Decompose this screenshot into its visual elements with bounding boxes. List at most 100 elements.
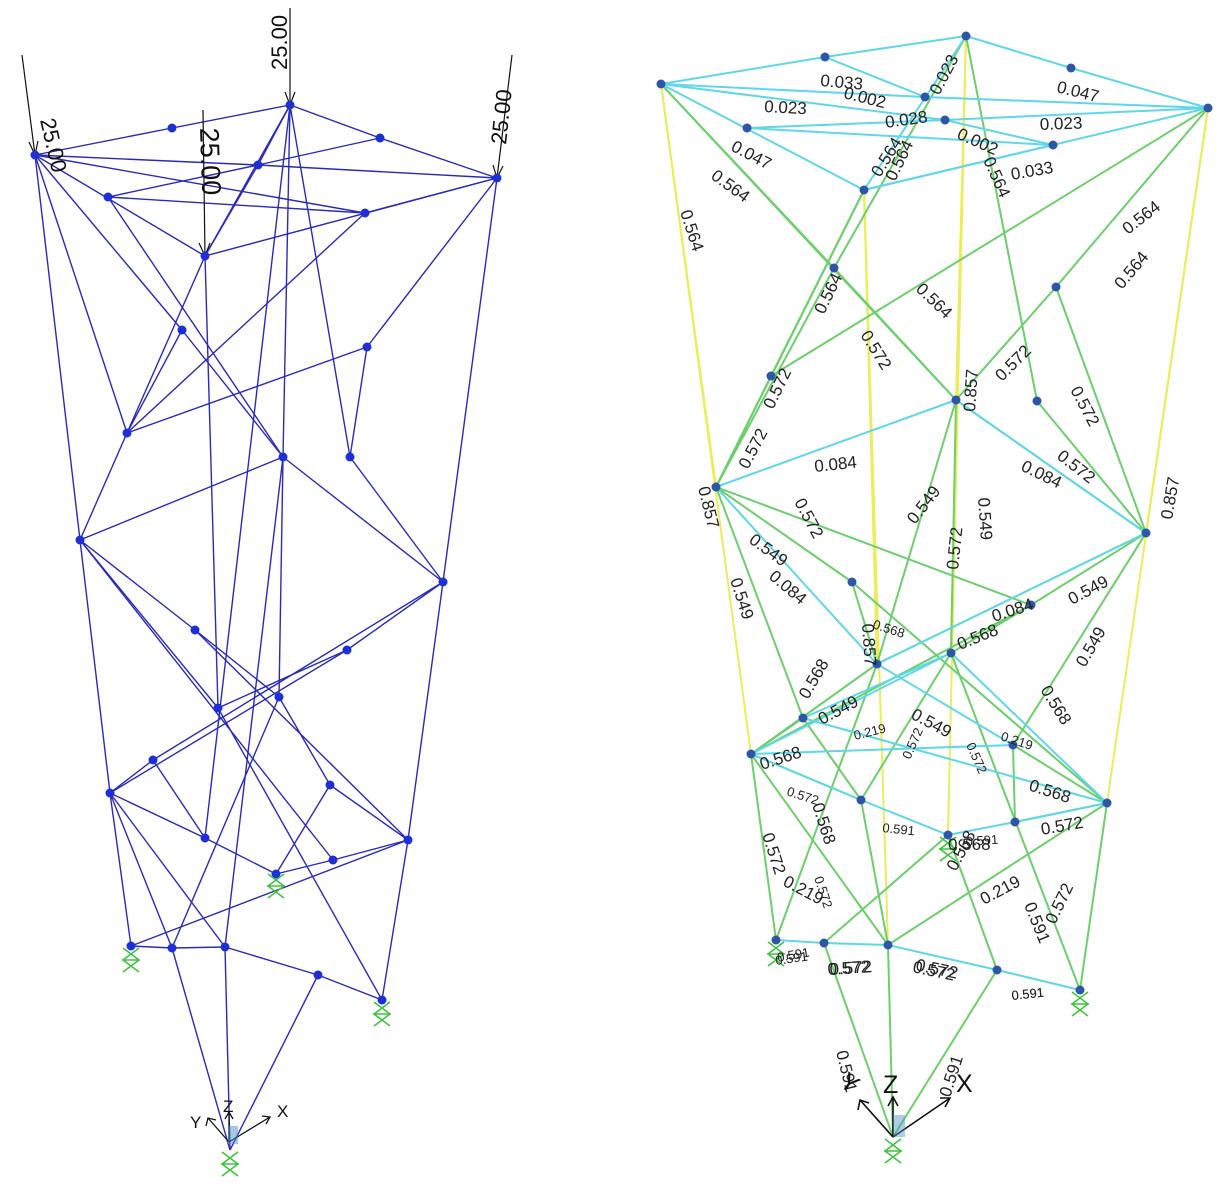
joint-node bbox=[438, 577, 448, 587]
truss-member bbox=[802, 652, 952, 719]
load-label: 25.00 bbox=[194, 127, 226, 196]
tower-stress-ratio-view: 0.033 0.002 0.028 0.023 0.047 0.023 0.04… bbox=[656, 31, 1213, 1164]
truss-member bbox=[109, 759, 154, 794]
truss-member bbox=[79, 539, 196, 631]
joint-node bbox=[345, 452, 355, 462]
ratio-label: 0.084 bbox=[989, 595, 1035, 626]
ratio-label: 0.564 bbox=[979, 154, 1014, 201]
truss-member bbox=[34, 154, 259, 166]
truss-member bbox=[770, 107, 1209, 377]
truss-member bbox=[194, 629, 280, 698]
truss-member bbox=[955, 286, 1057, 401]
joint-node bbox=[1066, 63, 1076, 73]
joint-node bbox=[1051, 282, 1061, 292]
truss-member bbox=[289, 104, 381, 139]
joint-node bbox=[656, 79, 666, 89]
truss-member bbox=[181, 329, 284, 458]
truss-member bbox=[950, 399, 957, 654]
truss-member bbox=[660, 83, 865, 191]
ratio-label: 0.572 bbox=[758, 830, 789, 876]
ratio-label: 0.857 bbox=[960, 369, 982, 413]
joint-node bbox=[1026, 600, 1036, 610]
truss-member bbox=[204, 255, 219, 709]
load-label: 25.00 bbox=[267, 15, 292, 70]
truss-member bbox=[1012, 744, 1108, 804]
joint-node bbox=[1048, 140, 1058, 150]
truss-member bbox=[824, 56, 926, 98]
truss-member bbox=[1055, 286, 1147, 534]
joint-node bbox=[992, 965, 1002, 975]
truss-member bbox=[823, 942, 889, 946]
joint-node bbox=[1075, 985, 1085, 995]
x-axis-label: X bbox=[277, 1102, 288, 1121]
truss-member bbox=[79, 539, 334, 861]
support-icon bbox=[221, 1151, 239, 1177]
joint-node bbox=[342, 645, 352, 655]
ratio-label: 0.572 bbox=[790, 495, 827, 541]
truss-member bbox=[204, 837, 277, 875]
joint-node bbox=[200, 833, 210, 843]
truss-member bbox=[366, 177, 498, 348]
truss-member bbox=[152, 759, 206, 839]
joint-node bbox=[167, 123, 177, 133]
joint-node bbox=[167, 943, 177, 953]
truss-member bbox=[965, 35, 1072, 69]
z-axis-label: Z bbox=[883, 1071, 898, 1099]
ratio-label: 0.549 bbox=[1072, 624, 1110, 670]
truss-member bbox=[407, 581, 444, 841]
truss-member bbox=[346, 581, 444, 651]
truss-member bbox=[194, 629, 409, 841]
ratio-label: 0.568 bbox=[948, 835, 991, 854]
truss-member bbox=[229, 974, 319, 1151]
y-axis-label: Y bbox=[190, 1113, 201, 1132]
ratio-label: 0.572 bbox=[1039, 813, 1084, 839]
ratio-label: 0.857 bbox=[1157, 475, 1183, 520]
support-icon bbox=[373, 1001, 391, 1027]
joint-node bbox=[213, 703, 223, 713]
joint-node bbox=[148, 755, 158, 765]
ratio-label: 0.572 bbox=[1066, 383, 1103, 429]
truss-member bbox=[204, 177, 498, 257]
ratio-label: 0.568 bbox=[795, 656, 833, 702]
truss-member bbox=[107, 196, 366, 214]
joint-node bbox=[1203, 103, 1213, 113]
joint-node bbox=[920, 92, 930, 102]
truss-member bbox=[79, 456, 284, 541]
joint-node bbox=[742, 123, 752, 133]
joint-node bbox=[856, 795, 866, 805]
truss-member bbox=[947, 834, 998, 971]
joint-node bbox=[285, 100, 295, 110]
truss-member bbox=[715, 486, 804, 719]
truss-member bbox=[442, 177, 498, 583]
truss-member bbox=[750, 753, 862, 801]
members-yellow bbox=[660, 35, 1209, 946]
joint-node bbox=[883, 940, 893, 950]
truss-member bbox=[887, 944, 894, 1138]
joint-node bbox=[126, 941, 136, 951]
ratio-label: 0.023 bbox=[1039, 114, 1082, 134]
truss-member bbox=[775, 939, 825, 944]
truss-member bbox=[750, 717, 804, 755]
joint-node bbox=[829, 263, 839, 273]
truss-member bbox=[876, 532, 1147, 665]
truss-member bbox=[1030, 532, 1147, 606]
truss-member bbox=[944, 119, 1054, 146]
load-arrows bbox=[21, 8, 513, 258]
ratio-label: 0.591 bbox=[776, 945, 811, 965]
ratio-label: 0.028 bbox=[884, 107, 929, 132]
coordinate-axes: Y Z X bbox=[190, 1097, 288, 1144]
truss-member bbox=[79, 432, 128, 541]
ratio-label: 0.568 bbox=[954, 620, 1001, 654]
ratio-label: 0.219 bbox=[999, 729, 1035, 753]
right-supports bbox=[767, 836, 1089, 1164]
truss-member bbox=[660, 83, 946, 121]
truss-member bbox=[126, 255, 206, 434]
ratio-label: 0.572 bbox=[785, 784, 821, 808]
ratio-label: 0.033 bbox=[1009, 158, 1054, 184]
joint-node bbox=[859, 185, 869, 195]
joint-node bbox=[253, 160, 263, 170]
truss-member bbox=[257, 137, 381, 166]
joint-node bbox=[711, 482, 721, 492]
truss-member bbox=[275, 784, 331, 875]
truss-member bbox=[204, 104, 291, 257]
